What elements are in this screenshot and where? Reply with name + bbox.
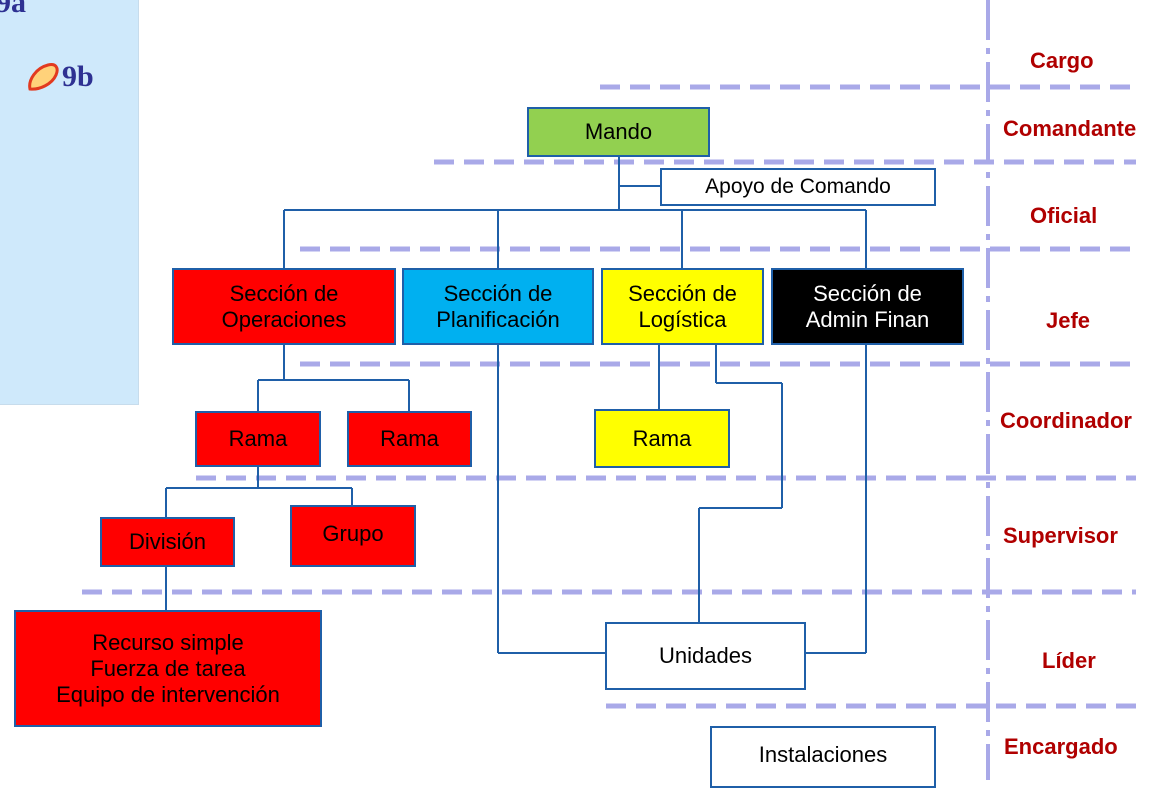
recurso-line1: Recurso simple	[92, 629, 244, 655]
role-comandante: Comandante	[1003, 116, 1137, 141]
recurso-box: Recurso simple Fuerza de tarea Equipo de…	[14, 610, 322, 727]
role-jefe: Jefe	[1046, 308, 1091, 333]
instalaciones-box: Instalaciones	[710, 726, 936, 788]
role-cargo: Cargo	[1030, 48, 1094, 73]
rama-ops-1-box: Rama	[195, 411, 321, 467]
leaf-icon	[26, 62, 60, 97]
mando-label: Mando	[584, 119, 653, 144]
seccion-admin-line1: Sección de	[813, 280, 922, 306]
seccion-admin-line2: Admin Finan	[805, 306, 930, 332]
unidades-label: Unidades	[659, 643, 752, 668]
rama-logistica-box: Rama	[594, 409, 730, 468]
seccion-operaciones-line1: Sección de	[229, 280, 339, 306]
instalaciones-label: Instalaciones	[758, 742, 888, 767]
side-panel: 9a 9b	[0, 0, 139, 405]
division-box: División	[100, 517, 235, 567]
level-separators	[82, 84, 1136, 709]
label-9a: 9a	[0, 0, 26, 19]
seccion-logistica-line1: Sección de	[628, 280, 737, 306]
mando-box: Mando	[527, 107, 710, 157]
rama-logistica-label: Rama	[632, 425, 692, 451]
recurso-line3: Equipo de intervención	[56, 681, 280, 707]
seccion-operaciones-line2: Operaciones	[221, 306, 347, 332]
rama-ops-2-label: Rama	[380, 426, 439, 451]
role-lider: Líder	[1042, 648, 1096, 673]
connectors	[165, 157, 867, 654]
division-label: División	[128, 529, 207, 554]
role-oficial: Oficial	[1030, 203, 1098, 228]
seccion-logistica-line2: Logística	[638, 306, 727, 332]
recurso-line2: Fuerza de tarea	[90, 655, 246, 681]
seccion-planificacion-line1: Sección de	[443, 280, 553, 306]
rama-ops-1-label: Rama	[228, 426, 288, 451]
seccion-planificacion-line2: Planificación	[436, 306, 560, 332]
label-9b: 9b	[62, 60, 94, 93]
role-coordinador: Coordinador	[1000, 408, 1132, 433]
apoyo-comando-box: Apoyo de Comando	[660, 168, 936, 206]
apoyo-comando-label: Apoyo de Comando	[705, 175, 891, 198]
grupo-label: Grupo	[322, 521, 384, 546]
role-encargado: Encargado	[1004, 734, 1118, 759]
role-supervisor: Supervisor	[1003, 523, 1118, 548]
unidades-box: Unidades	[605, 622, 806, 690]
grupo-box: Grupo	[290, 505, 416, 567]
rama-ops-2-box: Rama	[347, 411, 472, 467]
